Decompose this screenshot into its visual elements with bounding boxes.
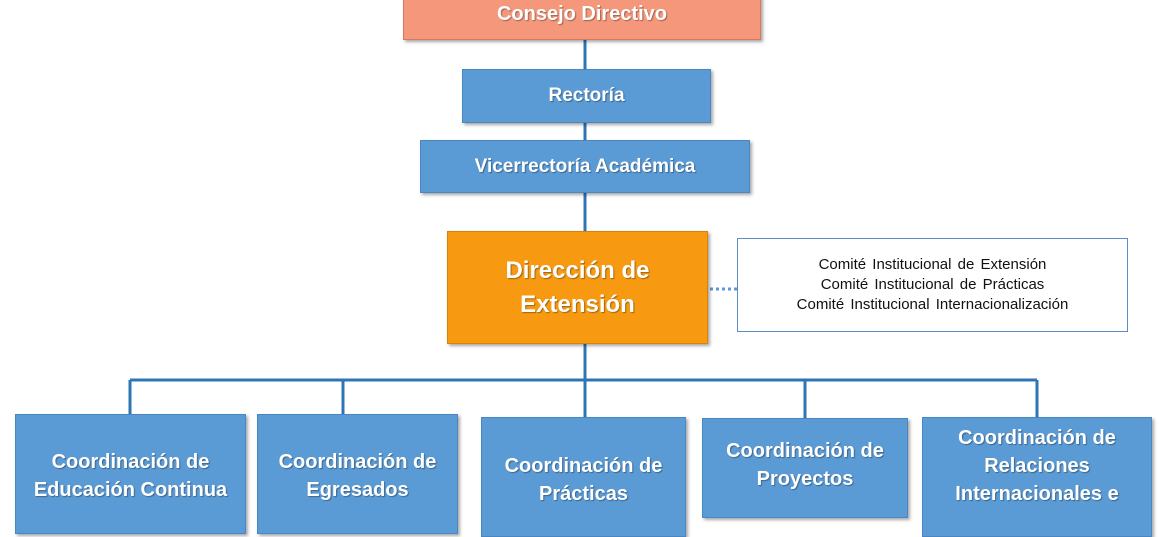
consejo-directivo-box: Consejo Directivo (403, 0, 761, 40)
vicerrectoria-box: Vicerrectoría Académica (420, 140, 750, 193)
coordinacion-relaciones-internacionales-box: Coordinación de Relaciones Internacional… (922, 417, 1152, 537)
committees-box: Comité Institucional de Extensión Comité… (737, 238, 1128, 332)
coordinacion-practicas-box: Coordinación de Prácticas (481, 417, 686, 537)
coordinacion-egresados-label: Coordinación de Egresados (278, 451, 437, 501)
rectoria-box: Rectoría (462, 69, 711, 123)
connector-lines (128, 40, 1039, 418)
coordinacion-proyectos-label: Coordinación de Proyectos (726, 440, 884, 490)
coordinacion-educacion-continua-label: Coordinación de Educación Continua (33, 451, 228, 501)
rectoria-label: Rectoría (548, 85, 625, 106)
committee-practicas: Comité Institucional de Prácticas (820, 276, 1045, 293)
committee-internacionalizacion: Comité Institucional Internacionalizació… (796, 296, 1069, 313)
vicerrectoria-label: Vicerrectoría Académica (474, 155, 696, 177)
coordinacion-proyectos-box: Coordinación de Proyectos (702, 418, 908, 518)
consejo-directivo-label: Consejo Directivo (496, 2, 668, 25)
coordinacion-egresados-box: Coordinación de Egresados (257, 414, 458, 534)
direccion-extension-label: Dirección de Extensión (505, 256, 650, 318)
coordinacion-educacion-continua-box: Coordinación de Educación Continua (15, 414, 246, 534)
direccion-extension-box: Dirección de Extensión (447, 231, 708, 344)
coordinacion-relaciones-internacionales-label: Coordinación de Relaciones Internacional… (955, 427, 1119, 505)
committee-extension: Comité Institucional de Extensión (818, 256, 1047, 273)
